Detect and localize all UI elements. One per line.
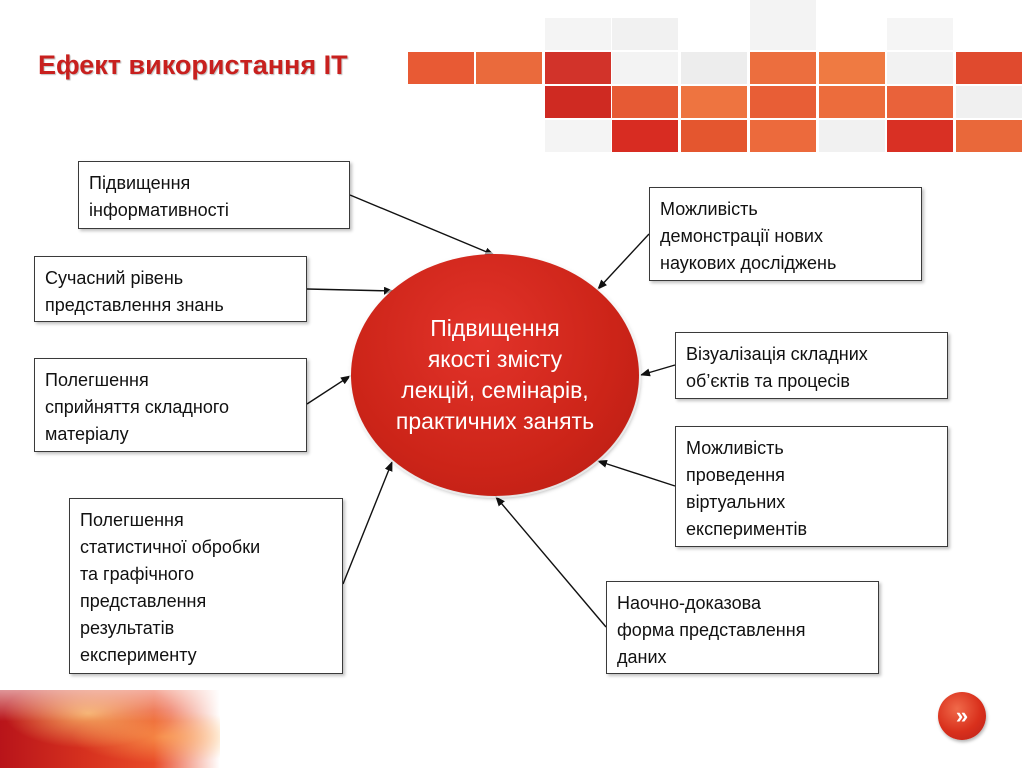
arrow-n2 xyxy=(306,286,394,295)
arrow-n1 xyxy=(349,194,495,256)
double-chevron-right-icon: » xyxy=(955,703,969,728)
arrow-n3 xyxy=(306,375,351,405)
node-modern-knowledge: Сучасний рівень представлення знань xyxy=(34,256,307,322)
next-slide-button[interactable]: » xyxy=(938,692,986,740)
header-mosaic xyxy=(0,0,1024,170)
arrow-n8 xyxy=(495,496,607,628)
node-evidence-form: Наочно-доказова форма представлення дани… xyxy=(606,581,879,674)
node-complex-material: Полегшення сприйняття складного матеріал… xyxy=(34,358,307,452)
central-node: Підвищення якості змісту лекцій, семінар… xyxy=(351,254,639,496)
node-new-research: Можливість демонстрації нових наукових д… xyxy=(649,187,922,281)
node-informativeness: Підвищення інформативності xyxy=(78,161,350,229)
arrow-n7 xyxy=(597,459,676,487)
slide-title: Ефект використання ІТ xyxy=(38,50,348,80)
decorative-photo-strip xyxy=(0,690,220,768)
node-visualization: Візуалізація складних об’єктів та процес… xyxy=(675,332,948,399)
arrow-n4 xyxy=(342,461,393,585)
central-node-label: Підвищення якості змісту лекцій, семінар… xyxy=(395,315,595,434)
arrow-n5 xyxy=(597,233,650,290)
node-statistical-processing: Полегшення статистичної обробки та графі… xyxy=(69,498,343,674)
arrow-n6 xyxy=(640,364,676,377)
node-virtual-experiments: Можливість проведення віртуальних експер… xyxy=(675,426,948,547)
